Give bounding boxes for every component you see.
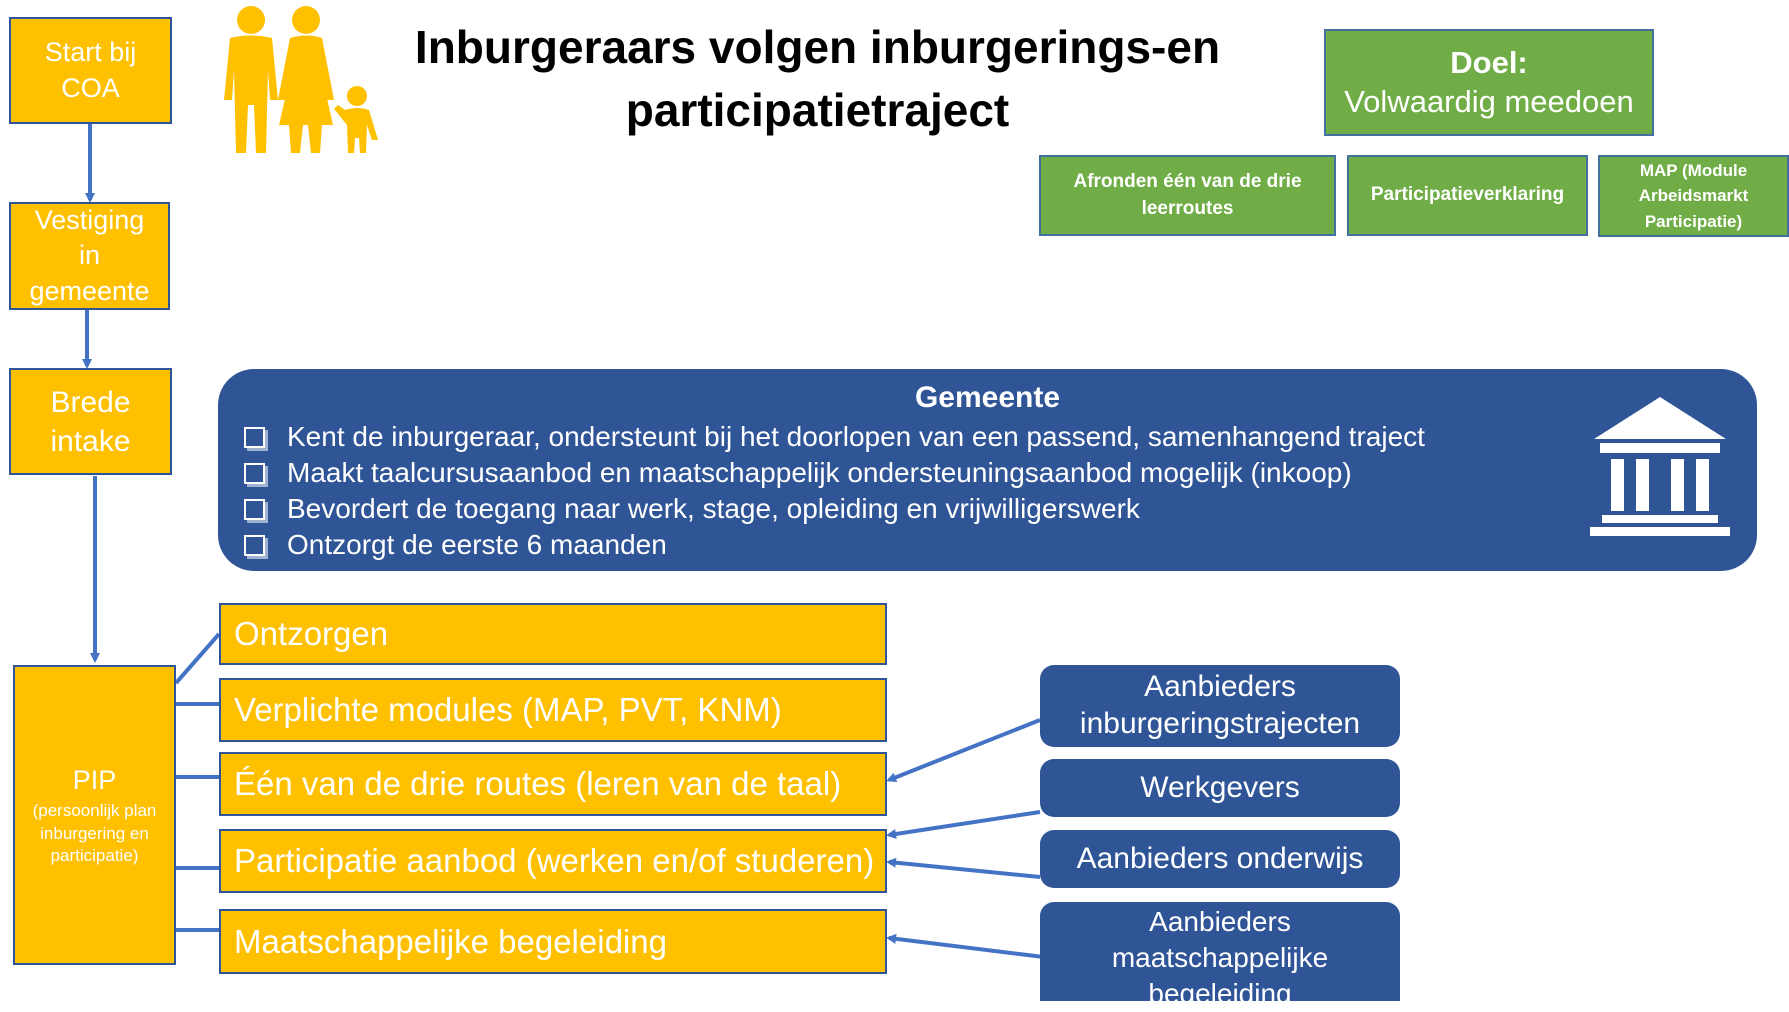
title-line-2: participatietraject [625,84,1010,136]
vestiging-label: Vestiging in gemeente [29,205,150,306]
arrow-onderwijs-to-participatie [886,857,1041,879]
goal-part-map: MAP (Module Arbeidsmarkt Participatie) [1598,155,1789,237]
checkbox-icon [244,462,265,484]
pip-box: PIP (persoonlijk plan inburgering en par… [13,665,176,965]
goal-box: Doel: Volwaardig meedoen [1324,29,1654,136]
provider-inburgeringstrajecten: Aanbieders inburgeringstrajecten [1040,665,1400,747]
start-coa-label: Start bij COA [44,37,137,103]
start-coa-box: Start bij COA [9,17,172,124]
goal-part-participatieverklaring-label: Participatieverklaring [1370,184,1565,206]
arrow-werkgevers-to-participatie [886,810,1041,839]
goal-part-leerroutes-label: Afronden één van de drie leerroutes [1073,170,1302,219]
gemeente-item-text: Ontzorgt de eerste 6 maanden [287,529,667,560]
gemeente-title: Gemeente [914,381,1061,414]
component-ontzorgen: Ontzorgen [219,603,887,665]
component-route-label: Één van de drie routes (leren van de taa… [234,765,842,802]
provider-werkgevers: Werkgevers [1040,759,1400,817]
checkbox-icon [244,426,265,448]
gemeente-item: Kent de inburgeraar, ondersteunt bij het… [244,419,1594,455]
gemeente-list: Kent de inburgeraar, ondersteunt bij het… [244,419,1594,563]
component-participatie-label: Participatie aanbod (werken en/of studer… [234,842,875,879]
arrow-aanbieders-to-route [886,718,1041,783]
arrow-maatschappelijk-to-begeleiding [886,933,1061,961]
provider-onderwijs: Aanbieders onderwijs [1040,830,1400,888]
component-participatie: Participatie aanbod (werken en/of studer… [219,829,887,893]
component-begeleiding-label: Maatschappelijke begeleiding [234,922,667,960]
gemeente-item: Bevordert de toegang naar werk, stage, o… [244,491,1594,527]
pip-subtitle: (persoonlijk plan inburgering en partici… [32,801,157,865]
provider-onderwijs-label: Aanbieders onderwijs [1076,841,1364,875]
link-pip-ontzorgen [174,632,221,685]
goal-text: Volwaardig meedoen [1344,83,1634,119]
goal-label: Doel: [1450,44,1528,80]
component-ontzorgen-label: Ontzorgen [234,615,389,652]
component-verplichte-modules: Verplichte modules (MAP, PVT, KNM) [219,678,887,742]
pip-title: PIP [72,765,117,796]
brede-intake-label: Brede intake [50,385,131,458]
page-title: Inburgeraars volgen inburgerings-en part… [390,16,1245,142]
gemeente-item-text: Bevordert de toegang naar werk, stage, o… [287,493,1140,524]
vestiging-box: Vestiging in gemeente [9,202,170,310]
checkbox-icon [244,498,265,520]
gemeente-item: Maakt taalcursusaanbod en maatschappelij… [244,455,1594,491]
goal-part-leerroutes: Afronden één van de drie leerroutes [1039,155,1336,236]
gemeente-item-text: Maakt taalcursusaanbod en maatschappelij… [287,457,1352,488]
goal-part-map-label: MAP (Module Arbeidsmarkt Participatie) [1638,160,1749,231]
component-begeleiding: Maatschappelijke begeleiding [219,909,887,974]
provider-maatschappelijke-begeleiding-label: Aanbieders maatschappelijke begeleiding [1111,906,1329,1010]
brede-intake-box: Brede intake [9,368,172,475]
checkbox-icon [244,534,265,556]
gemeente-item-text: Kent de inburgeraar, ondersteunt bij het… [287,421,1425,452]
title-line-1: Inburgeraars volgen inburgerings-en [414,21,1221,73]
provider-maatschappelijke-begeleiding: Aanbieders maatschappelijke begeleiding [1040,902,1400,1009]
provider-werkgevers-label: Werkgevers [1140,770,1300,804]
gemeente-panel: Gemeente Kent de inburgeraar, ondersteun… [218,369,1757,571]
provider-inburgeringstrajecten-label: Aanbieders inburgeringstrajecten [1079,670,1361,740]
goal-part-participatieverklaring: Participatieverklaring [1347,155,1588,236]
government-building-icon [1590,397,1730,536]
gemeente-item: Ontzorgt de eerste 6 maanden [244,527,1594,563]
component-verplichte-modules-label: Verplichte modules (MAP, PVT, KNM) [234,691,782,728]
component-route: Één van de drie routes (leren van de taa… [219,752,887,816]
